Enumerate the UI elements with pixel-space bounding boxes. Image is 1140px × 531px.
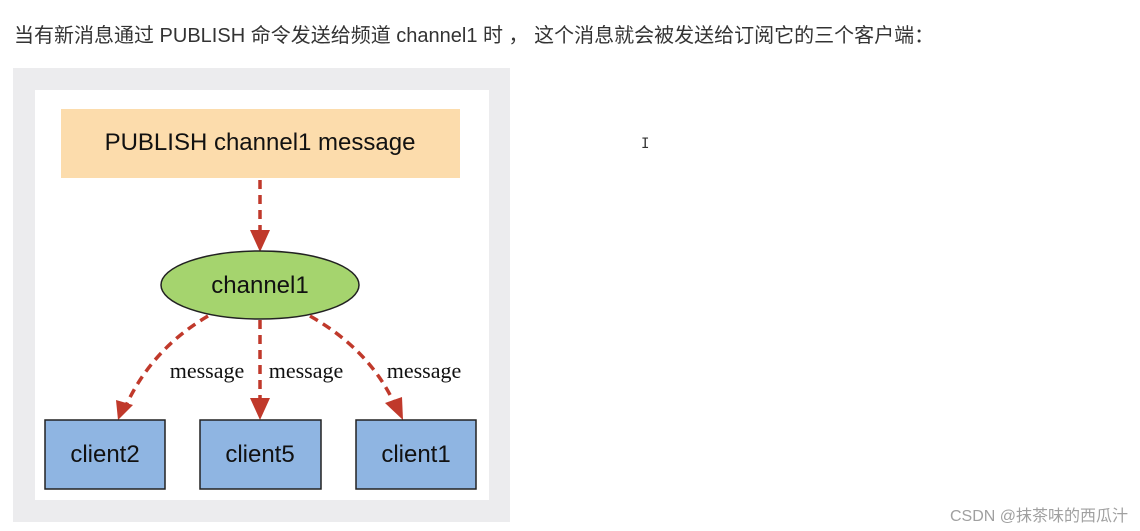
arrow-head [385,397,403,420]
edge-label-client1: message [387,358,462,383]
text-cursor-icon: I [641,136,650,152]
command-node: PUBLISH channel1 message [61,109,460,178]
arrow-head [250,398,270,420]
edge-to-client2 [122,314,209,411]
watermark: CSDN @抹茶味的西瓜汁 [949,508,1128,525]
edge-label-client2: message [170,358,245,383]
edge-to-client1 [309,314,397,406]
channel-node: channel1 [160,250,360,320]
client-node: client2 [44,419,166,490]
edge-label-client5: message [269,358,344,383]
channel-label: channel1 [211,272,308,299]
command-label: PUBLISH channel1 message [105,129,416,156]
client-label: client2 [70,441,139,468]
arrow-head [250,230,270,252]
client-label: client5 [225,441,294,468]
intro-paragraph: 当有新消息通过 PUBLISH 命令发送给频道 channel1 时 ， 这个消… [14,25,935,47]
client-label: client1 [381,441,450,468]
client-node: client1 [355,419,477,490]
client-node: client5 [199,419,322,490]
arrow-head [116,400,133,420]
